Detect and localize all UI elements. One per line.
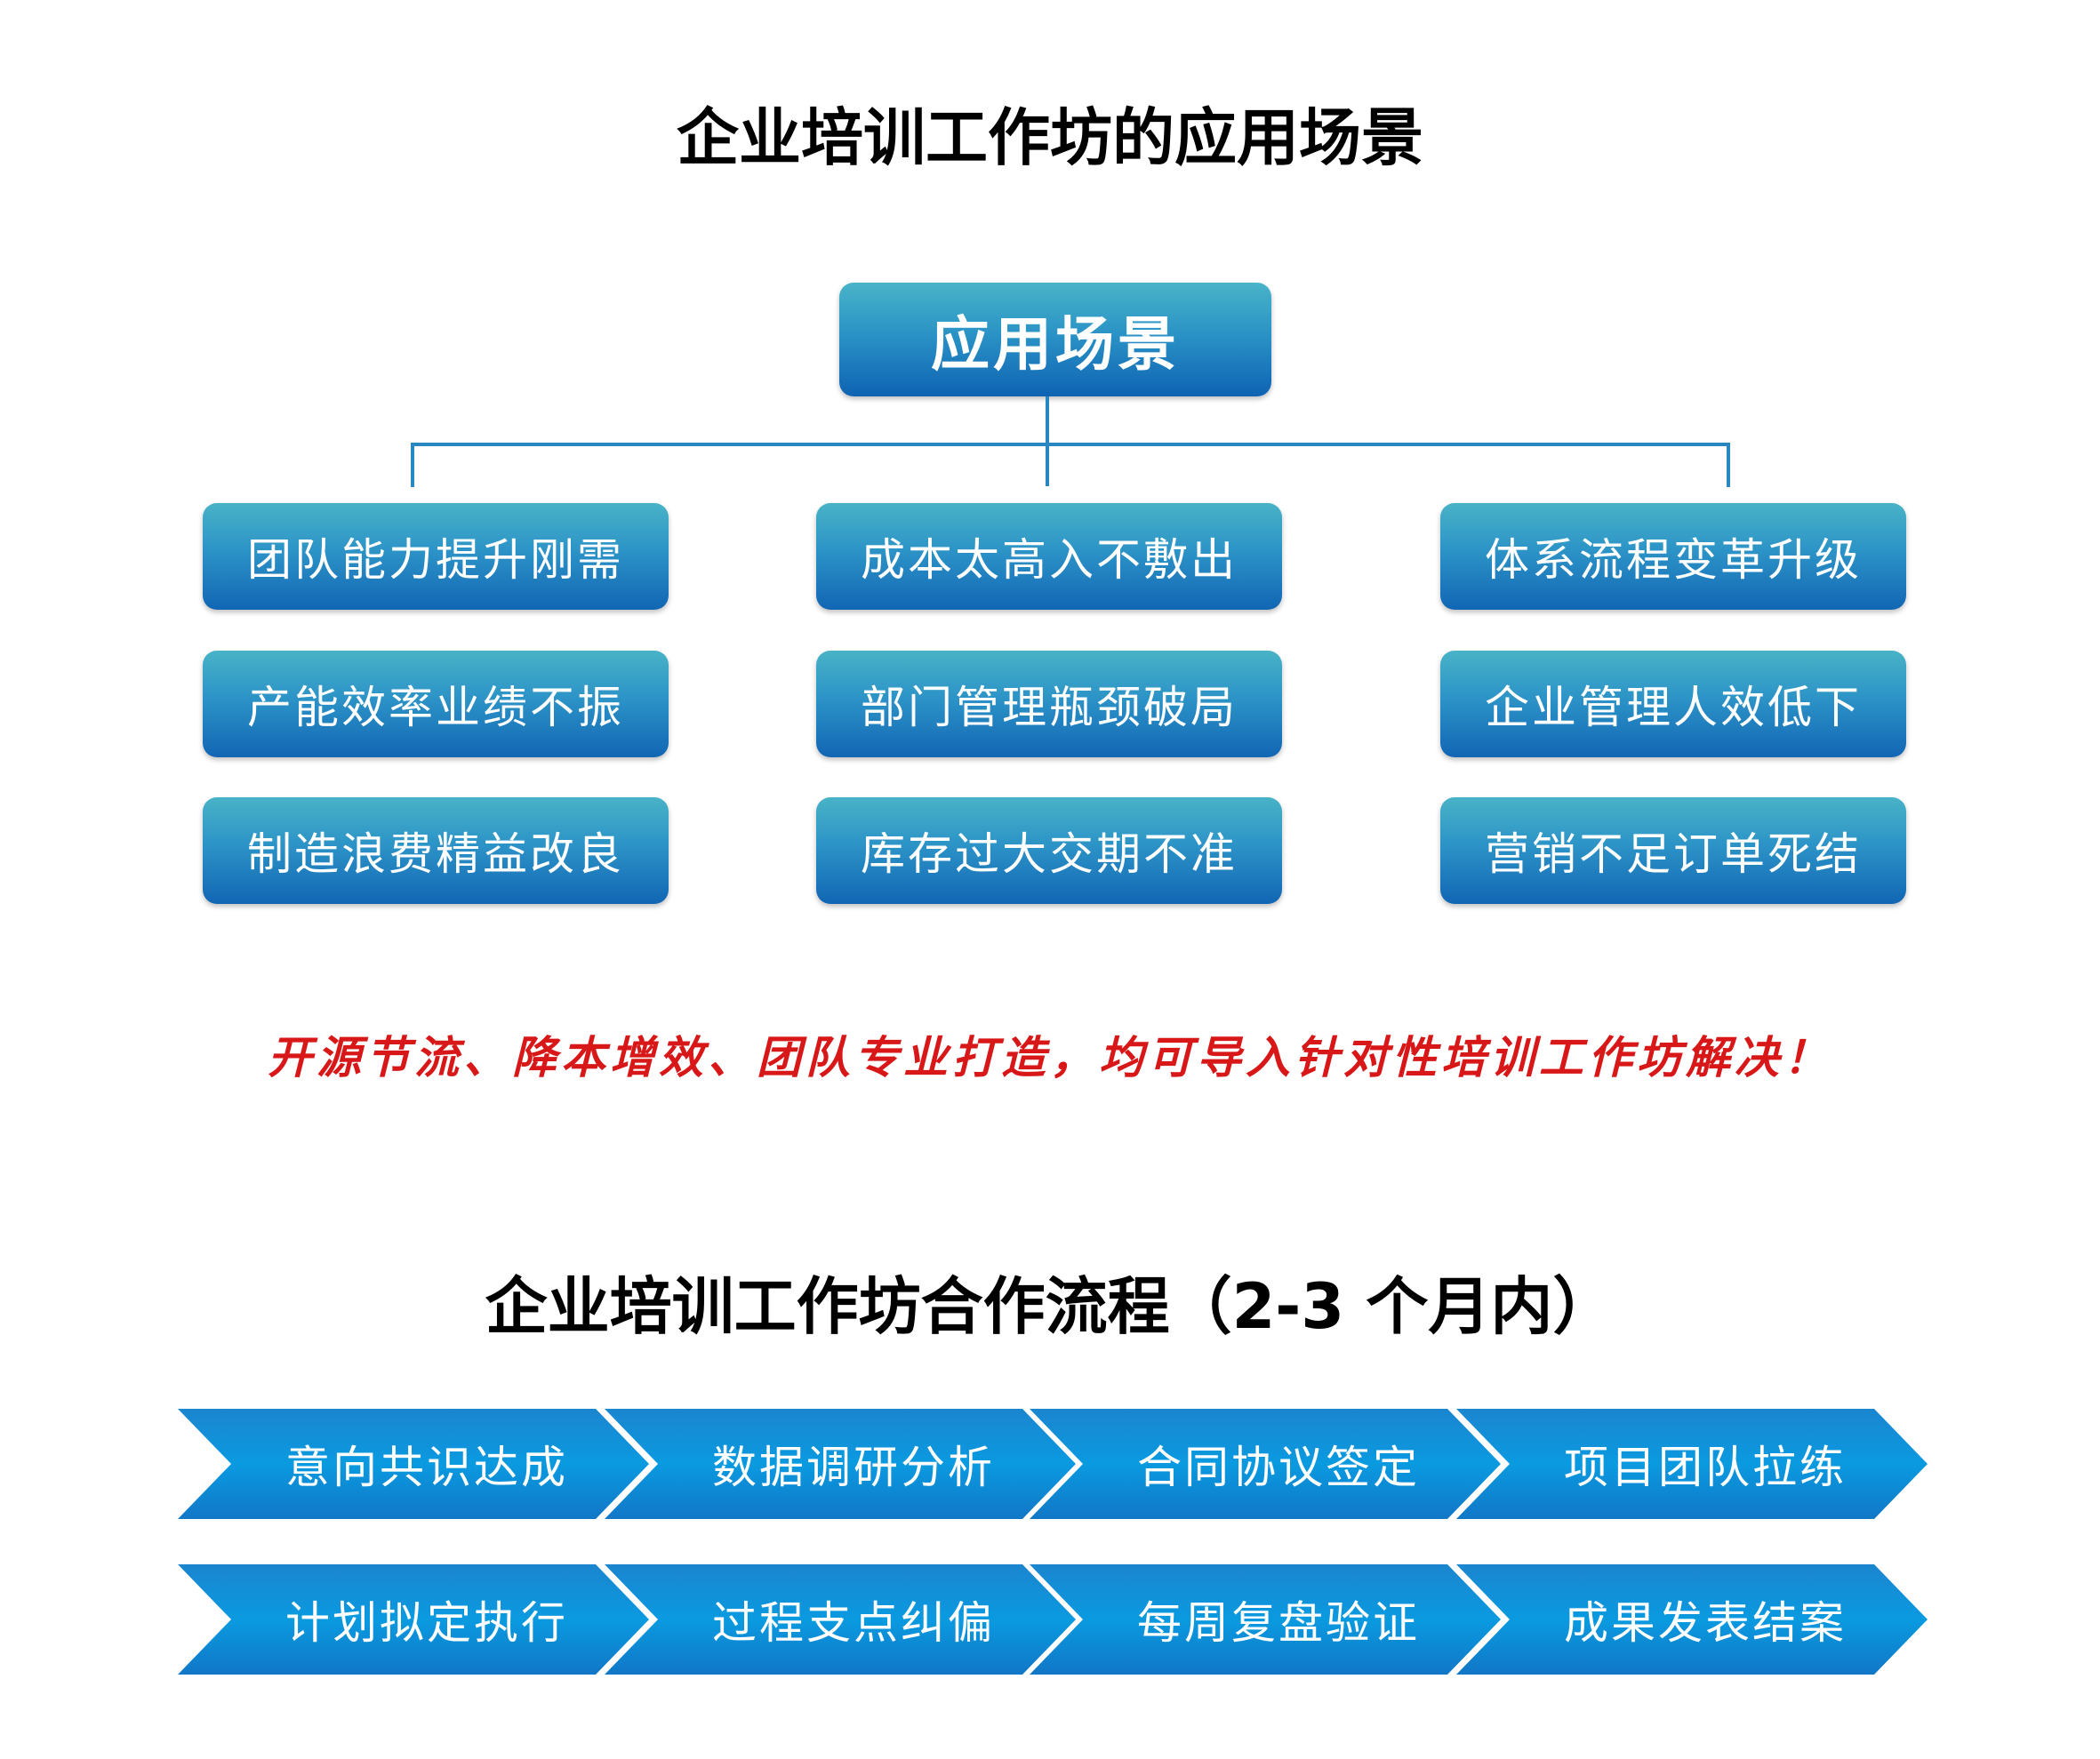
process-step-label: 数据调研分析 [712,1442,995,1493]
scenario-box: 成本太高入不敷出 [816,503,1282,610]
scenario-box: 企业管理人效低下 [1440,651,1906,757]
connector-left-drop [411,443,414,487]
process-step-label: 意向共识达成 [285,1442,568,1493]
process-step: 每周复盘验证 [1030,1564,1501,1675]
process-step-label: 合同协议签定 [1137,1442,1420,1493]
scenario-label: 制造浪费精益改良 [247,828,624,880]
scenario-box: 产能效率业绩不振 [203,651,669,757]
connector-right-drop [1727,443,1730,487]
process-title: 企业培训工作坊合作流程（2-3 个月内） [485,1270,1615,1343]
process-step-label: 计划拟定执行 [285,1597,568,1649]
process-step-label: 项目团队拉练 [1564,1442,1847,1493]
process-step: 项目团队拉练 [1456,1409,1928,1519]
process-step: 合同协议签定 [1030,1409,1501,1519]
scenario-box: 体系流程变革升级 [1440,503,1906,610]
process-step: 意向共识达成 [178,1409,649,1519]
scenario-label: 企业管理人效低下 [1485,682,1862,733]
scenario-label: 产能效率业绩不振 [247,682,624,733]
slogan-text: 开源节流、降本增效、团队专业打造，均可导入针对性培训工作坊解决！ [268,1032,1832,1083]
process-step: 数据调研分析 [605,1409,1076,1519]
scenario-label: 库存过大交期不准 [861,828,1238,880]
process-step-label: 过程支点纠偏 [712,1597,995,1649]
scenario-box: 营销不足订单死结 [1440,797,1906,904]
scenario-label: 体系流程变革升级 [1485,534,1862,586]
process-step-label: 成果发表结案 [1564,1597,1847,1649]
scenario-label: 部门管理瓶颈破局 [861,682,1238,733]
root-node-label: 应用场景 [931,310,1180,379]
scenario-box: 制造浪费精益改良 [203,797,669,904]
process-step-label: 每周复盘验证 [1137,1597,1420,1649]
scenario-box: 库存过大交期不准 [816,797,1282,904]
process-step: 计划拟定执行 [178,1564,649,1675]
scenario-label: 成本太高入不敷出 [861,534,1238,586]
process-step: 成果发表结案 [1456,1564,1928,1675]
scenario-label: 团队能力提升刚需 [247,534,624,586]
root-node: 应用场景 [839,283,1271,396]
connector-root-stem [1046,396,1049,486]
scenario-box: 部门管理瓶颈破局 [816,651,1282,757]
page-title: 企业培训工作坊的应用场景 [677,101,1423,174]
process-step: 过程支点纠偏 [605,1564,1076,1675]
scenario-box: 团队能力提升刚需 [203,503,669,610]
scenario-label: 营销不足订单死结 [1485,828,1862,880]
connector-horizontal [411,443,1730,446]
